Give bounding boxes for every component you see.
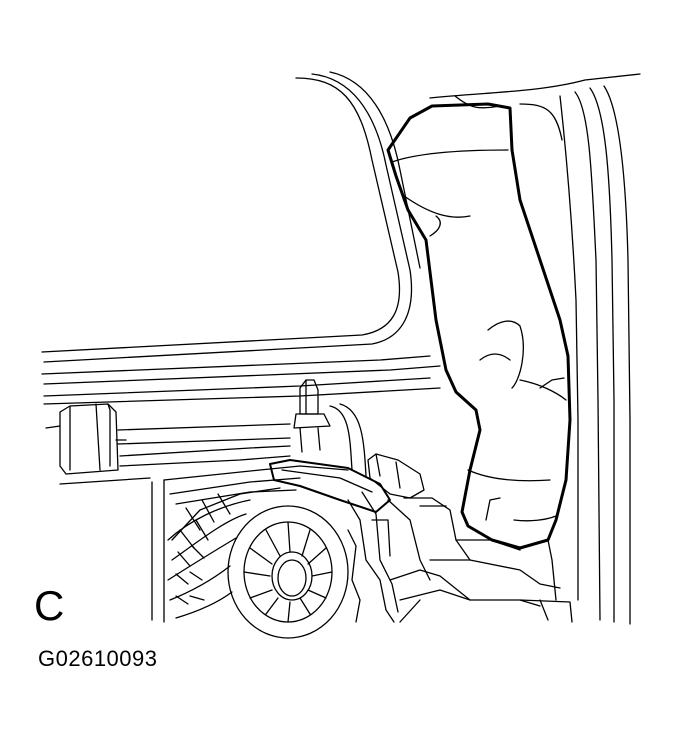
blower-fan bbox=[168, 494, 348, 638]
side-clip-bracket bbox=[46, 404, 126, 474]
mounting-stud bbox=[294, 380, 330, 452]
window-frame bbox=[42, 72, 440, 404]
rear-pillar bbox=[430, 74, 640, 624]
blower-housing-frame bbox=[152, 466, 348, 622]
figure-code-label: G02610093 bbox=[38, 646, 158, 671]
foam-insulator-pad bbox=[388, 104, 570, 548]
trim-rails bbox=[60, 404, 366, 484]
view-letter-label: C bbox=[34, 582, 65, 629]
duct-assembly bbox=[270, 454, 572, 622]
